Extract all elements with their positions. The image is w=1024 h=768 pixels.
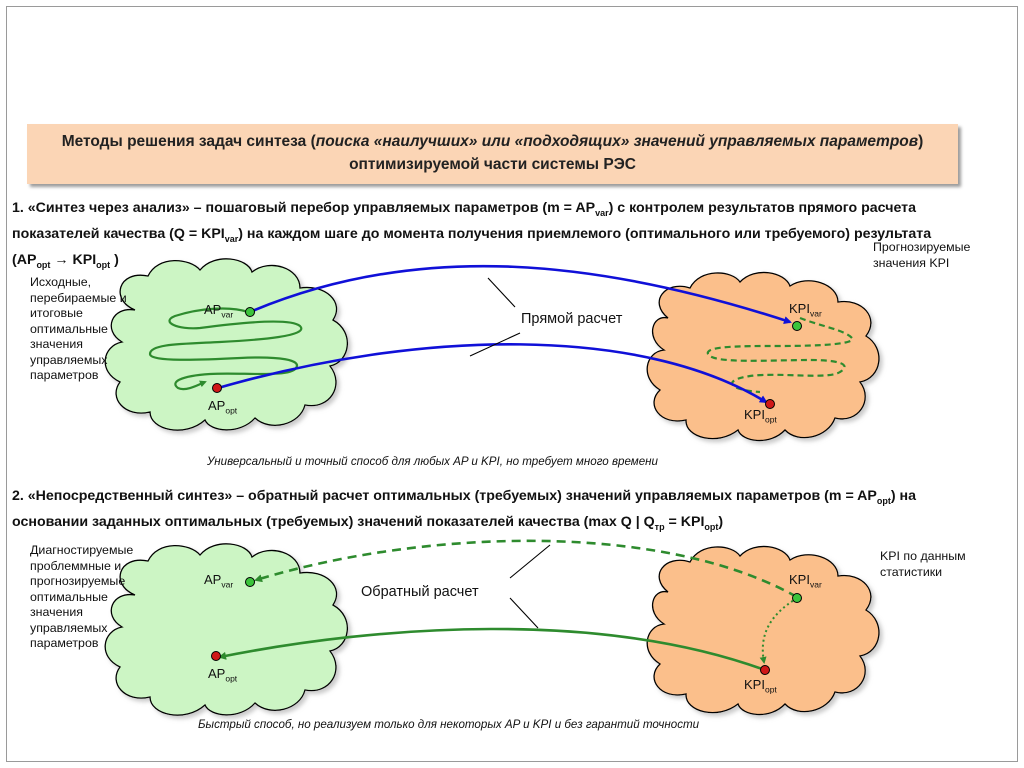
section1-line3: (APopt → KPIopt ): [12, 251, 119, 270]
section2-line1: 2. «Непосредственный синтез» – обратный …: [12, 488, 916, 506]
ap-var-dot-1: [245, 307, 255, 317]
green-cloud-2: [104, 543, 349, 716]
slide-frame: [6, 6, 1018, 762]
orange-cloud-1: [646, 271, 880, 442]
section1-left-note: Исходные, перебираемые и итоговые оптима…: [30, 275, 127, 382]
callout-line-1a: [487, 277, 516, 308]
label-kpi-opt-1: KPIopt: [744, 407, 777, 425]
label-ap-var-1: APvar: [204, 302, 234, 320]
forward-arrow-bottom: [217, 343, 768, 404]
kpi-opt-dot-1: [765, 399, 775, 409]
kpi-var-dot-1: [792, 321, 802, 331]
label-ap-var-2: APvar: [204, 572, 234, 590]
section2-caption: Быстрый способ, но реализуем только для …: [198, 718, 700, 731]
label-kpi-var-2: KPIvar: [789, 572, 822, 590]
reverse-arrow-solid: [218, 627, 766, 672]
ap-opt-dot-1: [212, 383, 222, 393]
section2-title: 2. «Непосредственный синтез» – обратный …: [12, 486, 916, 538]
ap-opt-dot-2: [211, 651, 221, 661]
forward-calc-label: Прямой расчет: [521, 311, 623, 327]
header-banner: Методы решения задач синтеза (поиска «на…: [27, 124, 958, 184]
label-ap-opt-1: APopt: [208, 398, 238, 416]
label-ap-opt-2: APopt: [208, 666, 238, 684]
callout-line-2a: [509, 544, 551, 579]
section2-left-note: Диагностируемые проблеммные и прогнозиру…: [30, 543, 134, 650]
callout-line-1b: [469, 332, 521, 357]
label-kpi-opt-2: KPIopt: [744, 677, 777, 695]
label-kpi-var-1: KPIvar: [789, 301, 822, 319]
orange-cloud-2: [646, 545, 880, 716]
ap-var-dot-2: [245, 577, 255, 587]
section1-line2: показателей качества (Q = KPIvar) на каж…: [12, 225, 932, 244]
reverse-arrow-dashed: [254, 539, 798, 599]
section2-line2: основании заданных оптимальных (требуемы…: [12, 513, 724, 532]
header-italic: поиска «наилучших» или «подходящих» знач…: [315, 133, 919, 150]
search-path-1: [148, 307, 303, 391]
section1-title: 1. «Синтез через анализ» – пошаговый пер…: [12, 198, 931, 275]
green-cloud-1: [104, 258, 349, 431]
search-path-kpi-1: [706, 316, 854, 394]
kpi-var-dot-2: [792, 593, 802, 603]
section2-right-note: KPI по данным статистики: [880, 549, 966, 579]
kpi-opt-dot-2: [760, 665, 770, 675]
callout-line-2b: [509, 597, 539, 629]
forward-arrow-top: [249, 264, 792, 324]
section1-caption: Универсальный и точный способ для любых …: [207, 455, 658, 468]
reverse-calc-label: Обратный расчет: [361, 584, 479, 600]
header-prefix: Методы решения задач синтеза (: [61, 133, 316, 150]
header-suffix: ) оптимизируемой части системы РЭС: [349, 133, 924, 173]
section1-right-note: Прогнозируемые значения KPI: [873, 240, 971, 270]
section1-line1: 1. «Синтез через анализ» – пошаговый пер…: [12, 200, 916, 218]
